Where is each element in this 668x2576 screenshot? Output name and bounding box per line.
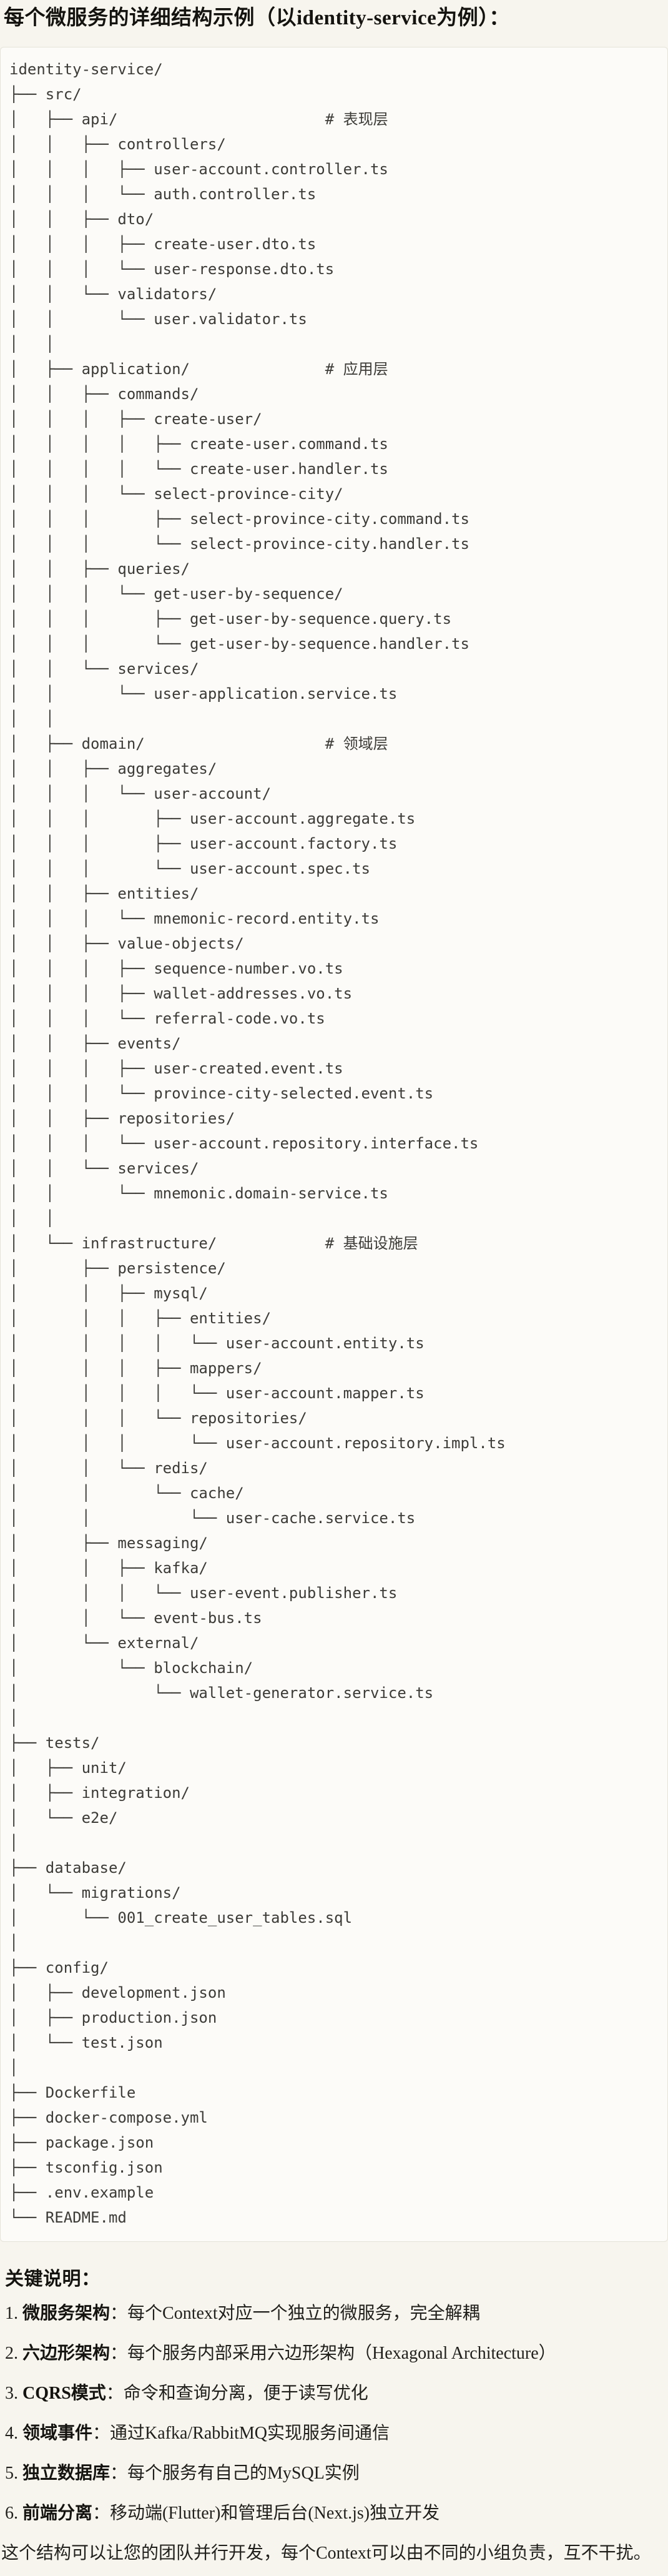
note-label: 前端分离 — [22, 2503, 93, 2523]
note-number: 3. — [5, 2383, 18, 2403]
note-label: 领域事件 — [22, 2423, 93, 2443]
directory-tree-text: identity-service/ ├── src/ │ ├── api/ # … — [9, 60, 506, 2226]
note-item: 3.CQRS模式：命令和查询分离，便于读写优化 — [5, 2381, 663, 2407]
note-label: 独立数据库 — [22, 2463, 111, 2483]
note-number: 6. — [5, 2503, 18, 2523]
notes-footer: 这个结构可以让您的团队并行开发，每个Context可以由不同的小组负责，互不干扰… — [1, 2543, 651, 2563]
note-number: 1. — [5, 2303, 18, 2323]
note-number: 5. — [5, 2463, 18, 2483]
note-item: 4.领域事件：通过Kafka/RabbitMQ实现服务间通信 — [5, 2421, 663, 2447]
directory-tree-code-block: identity-service/ ├── src/ │ ├── api/ # … — [0, 46, 668, 2242]
document-page: 每个微服务的详细结构示例（以identity-service为例）： ident… — [0, 5, 668, 2567]
note-number: 2. — [5, 2343, 18, 2363]
note-text: ：移动端(Flutter)和管理后台(Next.js)独立开发 — [92, 2503, 440, 2523]
note-text: ：命令和查询分离，便于读写优化 — [106, 2383, 368, 2403]
note-number: 4. — [5, 2423, 18, 2443]
notes-heading: 关键说明： — [5, 2268, 101, 2289]
note-label: CQRS模式 — [22, 2383, 106, 2403]
note-item: 6.前端分离：移动端(Flutter)和管理后台(Next.js)独立开发 — [5, 2500, 663, 2527]
notes-list: 1.微服务架构：每个Context对应一个独立的微服务，完全解耦 2.六边形架构… — [0, 2301, 668, 2527]
note-text: ：每个服务内部采用六边形架构（Hexagonal Architecture） — [110, 2343, 556, 2363]
page-title: 每个微服务的详细结构示例（以identity-service为例）： — [4, 7, 510, 29]
note-item: 2.六边形架构：每个服务内部采用六边形架构（Hexagonal Architec… — [5, 2341, 663, 2367]
note-text: ：通过Kafka/RabbitMQ实现服务间通信 — [92, 2423, 390, 2443]
note-label: 六边形架构 — [22, 2343, 111, 2363]
note-text: ：每个Context对应一个独立的微服务，完全解耦 — [110, 2303, 480, 2323]
note-text: ：每个服务有自己的MySQL实例 — [110, 2463, 360, 2483]
note-item: 1.微服务架构：每个Context对应一个独立的微服务，完全解耦 — [5, 2301, 663, 2327]
note-label: 微服务架构 — [22, 2303, 111, 2323]
note-item: 5.独立数据库：每个服务有自己的MySQL实例 — [5, 2460, 663, 2487]
